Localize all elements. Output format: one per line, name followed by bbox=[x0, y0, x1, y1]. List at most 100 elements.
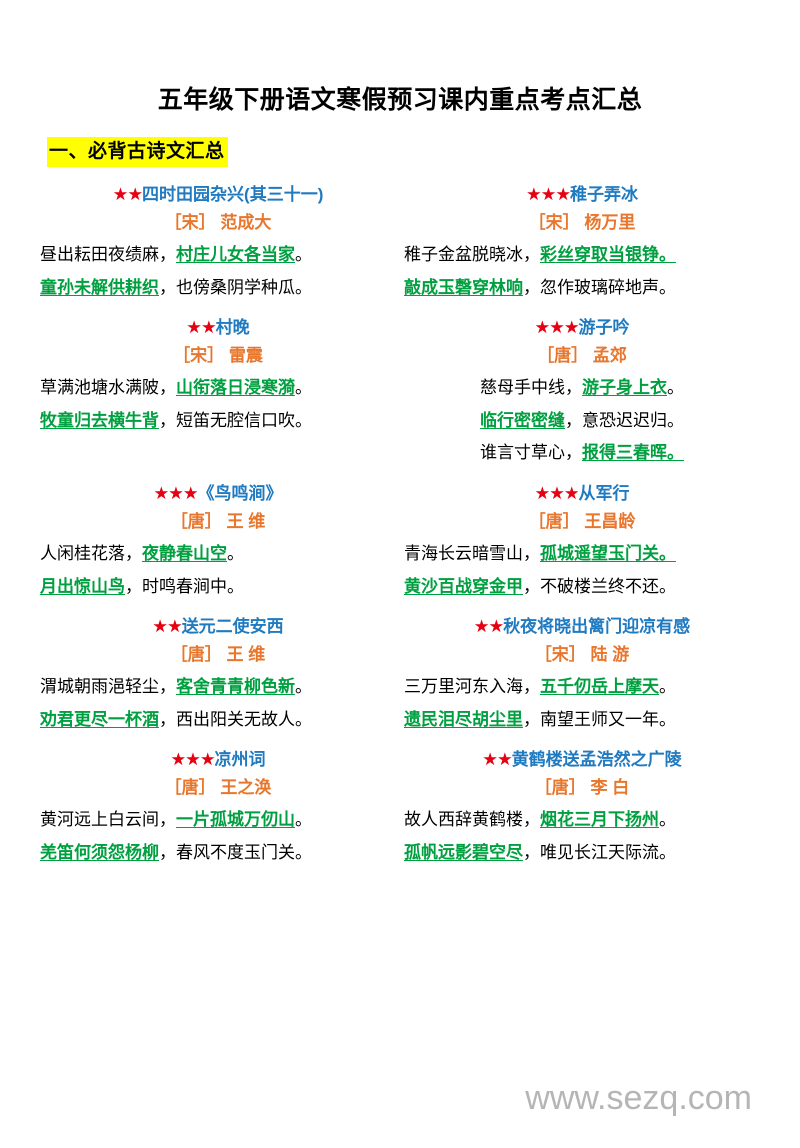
poem-text-segment: 渭城朝雨浥轻尘， bbox=[40, 677, 176, 697]
poem-body: 三万里河东入海，五千仞岳上摩天。遗民泪尽胡尘里，南望王师又一年。 bbox=[404, 671, 760, 736]
poem-title: ★★送元二使安西 bbox=[40, 613, 396, 640]
poem-text-segment: ，南望王师又一年。 bbox=[523, 709, 676, 729]
poem-author-line: ［唐］ 李 白 bbox=[534, 777, 630, 797]
poem-entry: ★★秋夜将晓出篱门迎凉有感［宋］ 陆 游三万里河东入海，五千仞岳上摩天。遗民泪尽… bbox=[400, 613, 760, 746]
poem-spacer bbox=[40, 304, 396, 314]
poem-text-segment: 谁言寸草心， bbox=[480, 443, 582, 463]
poem-title-text: 稚子弄冰 bbox=[570, 185, 639, 205]
poem-author-line: ［宋］ 雷震 bbox=[173, 345, 263, 365]
poem-author-line: ［宋］ 范成大 bbox=[164, 212, 272, 232]
poem-body: 昼出耘田夜绩麻，村庄儿女各当家。童孙未解供耕织，也傍桑阴学种瓜。 bbox=[40, 239, 396, 304]
poem-entry: ★★★稚子弄冰［宋］ 杨万里稚子金盆脱晓冰，彩丝穿取当银铮。敲成玉磬穿林响，忽作… bbox=[400, 181, 760, 314]
star-rating-icon: ★★★ bbox=[534, 317, 579, 338]
poem-line: 劝君更尽一杯酒，西出阳关无故人。 bbox=[40, 704, 396, 737]
key-phrase-underlined: 彩丝穿取当银铮。 bbox=[540, 245, 676, 265]
poem-text-segment: ，春风不度玉门关。 bbox=[159, 842, 312, 862]
page-title: 五年级下册语文寒假预习课内重点考点汇总 bbox=[157, 85, 643, 114]
poem-title-text: 黄鹤楼送孟浩然之广陵 bbox=[511, 750, 682, 770]
poem-text-segment: 。 bbox=[227, 543, 244, 563]
poem-line: 青海长云暗雪山，孤城遥望玉门关。 bbox=[404, 538, 760, 571]
poem-line: 渭城朝雨浥轻尘，客舍青青柳色新。 bbox=[40, 671, 396, 704]
key-phrase-underlined: 敲成玉磬穿林响 bbox=[404, 277, 523, 297]
star-rating-icon: ★★ bbox=[112, 184, 143, 205]
poem-spacer bbox=[404, 869, 760, 879]
poem-spacer bbox=[404, 603, 760, 613]
poem-author-line: ［唐］ 王昌龄 bbox=[528, 511, 636, 531]
poem-spacer bbox=[40, 869, 396, 879]
poem-line: 临行密密缝，意恐迟迟归。 bbox=[404, 405, 760, 438]
poem-text-segment: ，西出阳关无故人。 bbox=[159, 709, 312, 729]
poem-author-line: ［唐］ 王之涣 bbox=[164, 777, 272, 797]
key-phrase-underlined: 山衔落日浸寒漪 bbox=[176, 378, 295, 398]
poem-entry: ★★村晚 ［宋］ 雷震草满池塘水满陂，山衔落日浸寒漪。牧童归去横牛背，短笛无腔信口… bbox=[40, 314, 400, 480]
key-phrase-underlined: 临行密密缝 bbox=[480, 410, 565, 430]
poem-title: ★★★游子吟 bbox=[404, 314, 760, 341]
poem-title-text: 秋夜将晓出篱门迎凉有感 bbox=[503, 617, 691, 637]
poem-text-segment: ，唯见长江天际流。 bbox=[523, 842, 676, 862]
key-phrase-underlined: 夜静春山空 bbox=[142, 543, 227, 563]
poem-text-segment: ，不破楼兰终不还。 bbox=[523, 576, 676, 596]
poem-title: ★★村晚 bbox=[40, 314, 396, 341]
poem-spacer bbox=[404, 736, 760, 746]
star-rating-icon: ★★★ bbox=[170, 749, 215, 770]
poem-title: ★★四时田园杂兴(其三十一) bbox=[40, 181, 396, 208]
key-phrase-underlined: 孤帆远影碧空尽 bbox=[404, 842, 523, 862]
poem-body: 稚子金盆脱晓冰，彩丝穿取当银铮。敲成玉磬穿林响，忽作玻璃碎地声。 bbox=[404, 239, 760, 304]
key-phrase-underlined: 一片孤城万仞山 bbox=[176, 810, 295, 830]
poem-author-line: ［唐］ 孟郊 bbox=[537, 345, 627, 365]
poem-text-segment: 稚子金盆脱晓冰， bbox=[404, 245, 540, 265]
poem-body: 草满池塘水满陂，山衔落日浸寒漪。牧童归去横牛背，短笛无腔信口吹。 bbox=[40, 372, 396, 437]
key-phrase-underlined: 月出惊山鸟 bbox=[40, 576, 125, 596]
poem-line: 故人西辞黄鹤楼，烟花三月下扬州。 bbox=[404, 804, 760, 837]
star-rating-icon: ★★ bbox=[186, 317, 216, 338]
poem-text-segment: ，也傍桑阴学种瓜。 bbox=[159, 277, 312, 297]
poem-body: 慈母手中线，游子身上衣。临行密密缝，意恐迟迟归。谁言寸草心，报得三春晖。 bbox=[404, 372, 760, 470]
poem-text-segment: 草满池塘水满陂， bbox=[40, 378, 176, 398]
poem-text-segment: 昼出耘田夜绩麻， bbox=[40, 245, 176, 265]
section-header-row: 一、必背古诗文汇总 bbox=[40, 136, 760, 168]
poem-text-segment: 慈母手中线， bbox=[480, 378, 582, 398]
poem-line: 三万里河东入海，五千仞岳上摩天。 bbox=[404, 671, 760, 704]
poem-line: 月出惊山鸟，时鸣春涧中。 bbox=[40, 571, 396, 604]
star-rating-icon: ★★★ bbox=[534, 483, 579, 504]
poem-text-segment: ，意恐迟迟归。 bbox=[565, 410, 684, 430]
poem-title: ★★黄鹤楼送孟浩然之广陵 bbox=[404, 746, 760, 773]
poem-text-segment: 三万里河东入海， bbox=[404, 677, 540, 697]
star-rating-icon: ★★ bbox=[473, 616, 504, 637]
poem-text-segment: 。 bbox=[659, 810, 676, 830]
poem-text-segment: 青海长云暗雪山， bbox=[404, 543, 540, 563]
poem-text-segment: 。 bbox=[295, 378, 312, 398]
poem-author-line: ［宋］ 杨万里 bbox=[528, 212, 636, 232]
poem-entry: ★★★《鸟鸣涧》［唐］ 王 维人闲桂花落，夜静春山空。月出惊山鸟，时鸣春涧中。 bbox=[40, 480, 400, 613]
section-header-highlight: 一、必背古诗文汇总 bbox=[47, 136, 228, 168]
key-phrase-underlined: 羌笛何须怨杨柳 bbox=[40, 842, 159, 862]
poem-spacer bbox=[40, 437, 396, 447]
key-phrase-underlined: 童孙未解供耕织 bbox=[40, 277, 159, 297]
poem-grid: ★★四时田园杂兴(其三十一)［宋］ 范成大昼出耘田夜绩麻，村庄儿女各当家。童孙未… bbox=[40, 181, 760, 879]
poem-body: 故人西辞黄鹤楼，烟花三月下扬州。孤帆远影碧空尽，唯见长江天际流。 bbox=[404, 804, 760, 869]
poem-title: ★★★从军行 bbox=[404, 480, 760, 507]
key-phrase-underlined: 遗民泪尽胡尘里 bbox=[404, 709, 523, 729]
key-phrase-underlined: 游子身上衣 bbox=[582, 378, 667, 398]
poem-text-segment: 。 bbox=[295, 245, 312, 265]
key-phrase-underlined: 客舍青青柳色新 bbox=[176, 677, 295, 697]
poem-line: 人闲桂花落，夜静春山空。 bbox=[40, 538, 396, 571]
poem-body: 黄河远上白云间，一片孤城万仞山。羌笛何须怨杨柳，春风不度玉门关。 bbox=[40, 804, 396, 869]
poem-text-segment: 。 bbox=[667, 378, 684, 398]
poem-author-line: ［唐］ 王 维 bbox=[170, 644, 266, 664]
poem-line: 昼出耘田夜绩麻，村庄儿女各当家。 bbox=[40, 239, 396, 272]
poem-title-text: 凉州词 bbox=[214, 750, 266, 770]
poem-title-text: 送元二使安西 bbox=[181, 617, 284, 637]
key-phrase-underlined: 劝君更尽一杯酒 bbox=[40, 709, 159, 729]
poem-text-segment: ，短笛无腔信口吹。 bbox=[159, 410, 312, 430]
key-phrase-underlined: 五千仞岳上摩天 bbox=[540, 677, 659, 697]
star-rating-icon: ★★★ bbox=[153, 483, 198, 504]
poem-text-segment: ，忽作玻璃碎地声。 bbox=[523, 277, 676, 297]
poem-line: 童孙未解供耕织，也傍桑阴学种瓜。 bbox=[40, 272, 396, 305]
poem-text-segment: ，时鸣春涧中。 bbox=[125, 576, 244, 596]
poem-entry: ★★★游子吟 ［唐］ 孟郊慈母手中线，游子身上衣。临行密密缝，意恐迟迟归。谁言寸草… bbox=[400, 314, 760, 480]
poem-title: ★★★凉州词 bbox=[40, 746, 396, 773]
poem-text-segment: 黄河远上白云间， bbox=[40, 810, 176, 830]
poem-line: 牧童归去横牛背，短笛无腔信口吹。 bbox=[40, 405, 396, 438]
poem-text-segment: 人闲桂花落， bbox=[40, 543, 142, 563]
